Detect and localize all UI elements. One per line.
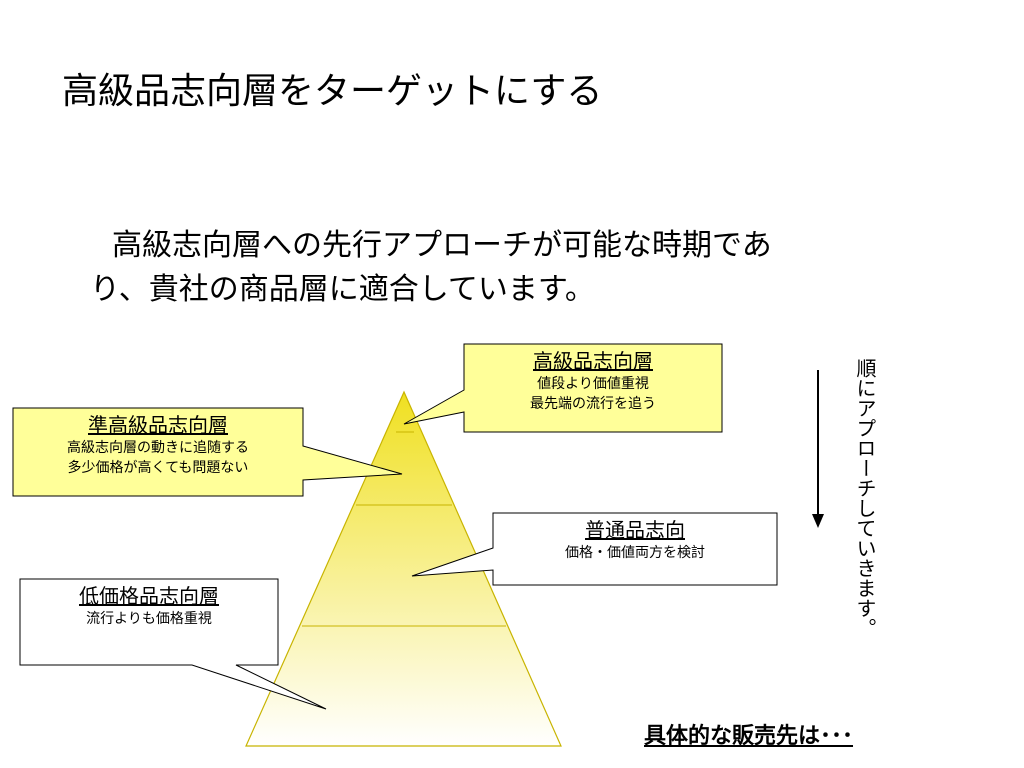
callout-top-shape (403, 343, 723, 433)
side-note-vertical: 順にアプローチしていきます。 (853, 358, 877, 638)
callout-normal-heading: 普通品志向 (585, 518, 685, 542)
callout-low-shape (19, 578, 327, 710)
callout-semi: 準高級品志向層 高級志向層の動きに追随する 多少価格が高くても問題ない (13, 408, 303, 496)
callout-low-line1: 流行よりも価格重視 (86, 611, 212, 627)
slide-title: 高級品志向層をターゲットにする (62, 71, 603, 112)
callout-normal: 普通品志向 価格・価値両方を検討 (493, 513, 777, 585)
body-line-2: り、貴社の商品層に適合しています。 (90, 272, 595, 307)
body-line-1: 高級志向層への先行アプローチが可能な時期であ (112, 228, 772, 263)
callout-top-line1: 値段より価値重視 (537, 376, 649, 392)
callout-top-heading: 高級品志向層 (533, 349, 653, 373)
callout-semi-heading: 準高級品志向層 (88, 413, 228, 437)
callout-low: 低価格品志向層 流行よりも価格重視 (20, 579, 278, 665)
callout-normal-line1: 価格・価値両方を検討 (565, 545, 705, 561)
callout-semi-line2: 多少価格が高くても問題ない (67, 460, 249, 476)
callout-low-heading: 低価格品志向層 (79, 584, 219, 608)
callout-normal-shape (411, 512, 778, 586)
callout-semi-line1: 高級志向層の動きに追随する (67, 440, 249, 456)
callout-top-line2: 最先端の流行を追う (530, 396, 656, 412)
footer-link[interactable]: 具体的な販売先は･･･ (644, 724, 854, 749)
body-text: 高級志向層への先行アプローチが可能な時期であ り、貴社の商品層に適合しています。 (90, 224, 972, 312)
down-arrow-head (812, 514, 824, 528)
callout-top: 高級品志向層 値段より価値重視 最先端の流行を追う (464, 344, 722, 432)
callout-semi-shape (12, 407, 403, 497)
